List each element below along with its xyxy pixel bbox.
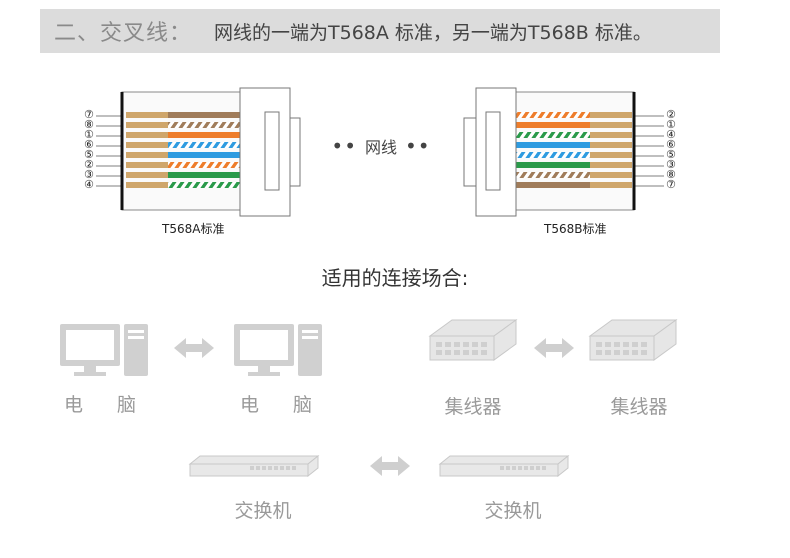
- t568b-label: T568B标准: [544, 222, 607, 236]
- double-arrow-icon: [174, 338, 214, 358]
- pin-number: ⑤: [84, 148, 94, 161]
- pin-number: ⑧: [84, 118, 94, 131]
- pc-icon: [60, 324, 148, 376]
- pin-number: ②: [666, 108, 676, 121]
- section-description: 网线的一端为T568A 标准，另一端为T568B 标准。: [214, 21, 652, 44]
- title-banner: 二、交叉线： 网线的一端为T568A 标准，另一端为T568B 标准。: [40, 9, 720, 53]
- t568a-label: T568A标准: [162, 222, 225, 236]
- switch-right-label: 交换机: [484, 500, 542, 522]
- pin-number: ④: [666, 128, 676, 141]
- left-wires: [168, 112, 240, 188]
- left-plug-body: [121, 91, 241, 211]
- hub-right-label: 集线器: [610, 396, 668, 418]
- pin-number: ③: [84, 168, 94, 181]
- pin-number: ⑦: [666, 178, 676, 191]
- pin-number: ⑦: [84, 108, 94, 121]
- pin-number: ⑤: [666, 148, 676, 161]
- switch-icon: [438, 454, 570, 478]
- cable-label-group: •• 网线 ••: [331, 134, 431, 158]
- pin-number: ⑧: [666, 168, 676, 181]
- pin-number: ③: [666, 158, 676, 171]
- right-contacts: [590, 112, 632, 188]
- double-arrow-icon: [370, 456, 410, 476]
- pin-number: ①: [666, 118, 676, 131]
- switch-left-label: 交换机: [234, 500, 292, 522]
- hub-icon: [588, 319, 678, 361]
- pin-number: ④: [84, 178, 94, 191]
- hub-left-label: 集线器: [444, 396, 502, 418]
- pin-number: ②: [84, 158, 94, 171]
- double-arrow-icon: [534, 338, 574, 358]
- cable-label: 网线: [364, 138, 397, 157]
- pin-number: ①: [84, 128, 94, 141]
- switch-icon: [188, 454, 320, 478]
- right-wires: [516, 112, 590, 188]
- pc-right-label: 电 脑: [239, 394, 327, 416]
- section-heading: 二、交叉线：: [54, 21, 193, 46]
- pin-number: ⑥: [666, 138, 676, 151]
- pc-left-label: 电 脑: [63, 394, 151, 416]
- right-plug-body: [515, 91, 635, 211]
- right-pin-leader-lines: [632, 115, 664, 187]
- left-contacts: [126, 112, 168, 188]
- uses-title: 适用的连接场合:: [321, 266, 469, 290]
- pin-number: ⑥: [84, 138, 94, 151]
- hub-icon: [428, 319, 518, 361]
- pc-icon: [234, 324, 322, 376]
